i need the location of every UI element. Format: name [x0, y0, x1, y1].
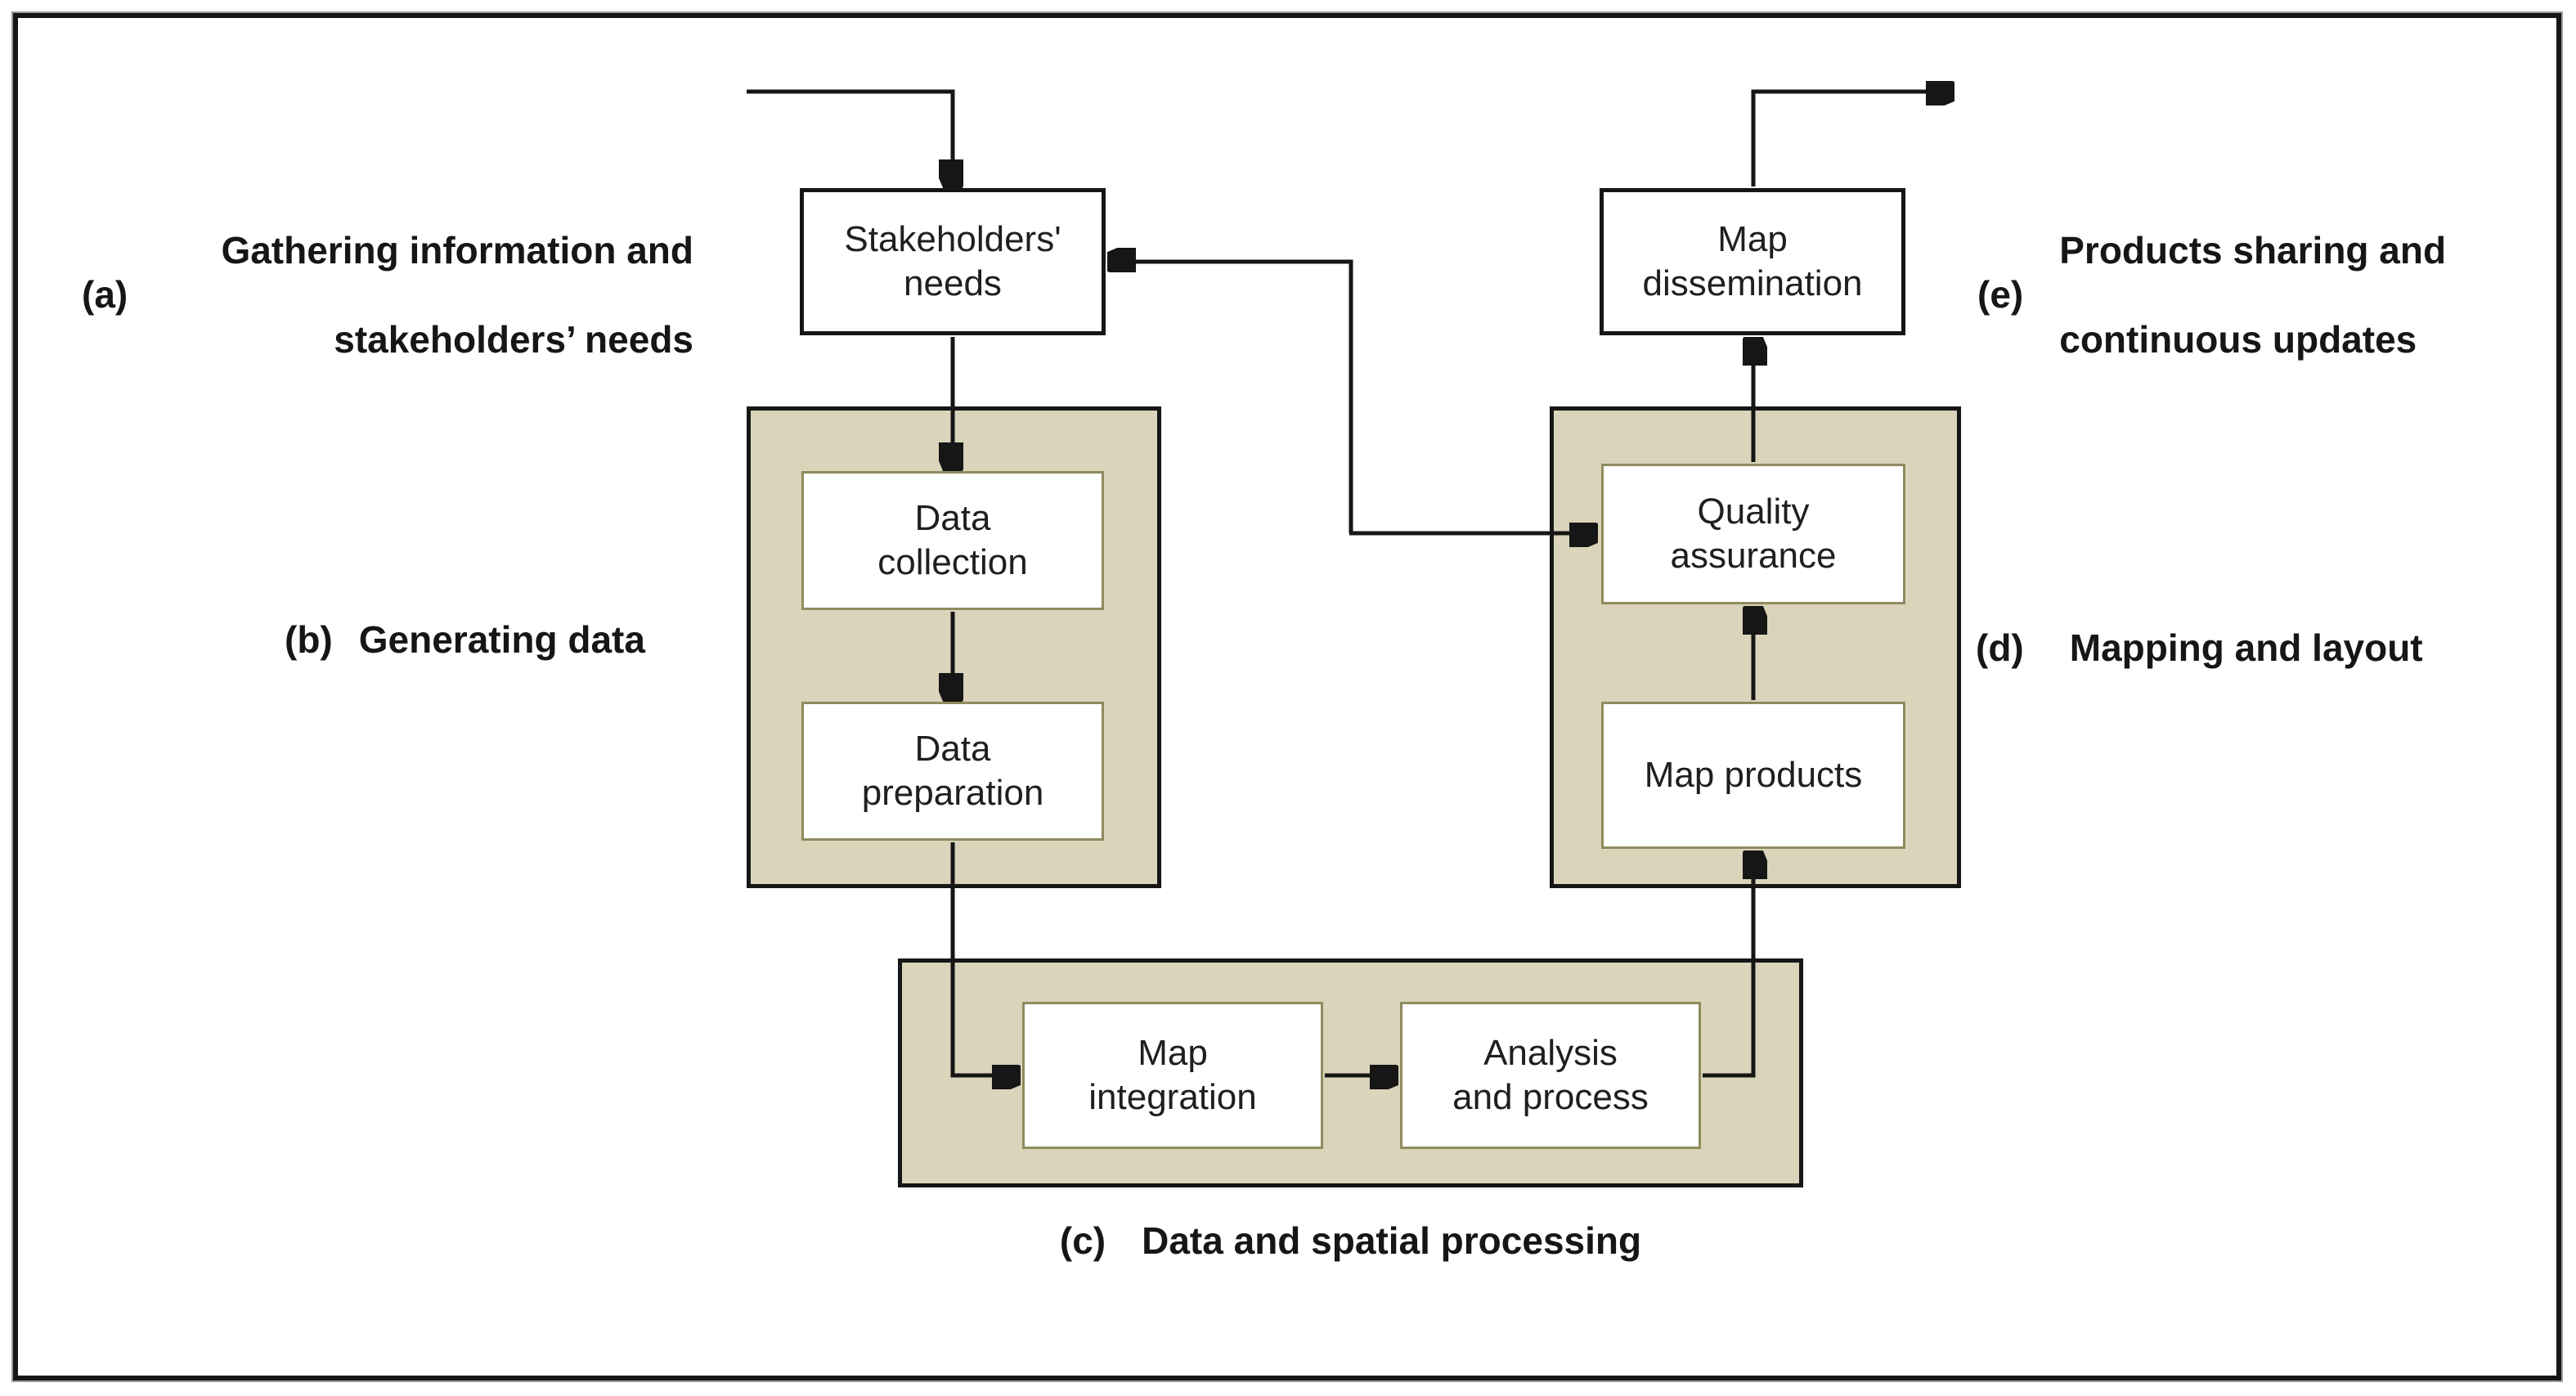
node-label-line: assurance: [1670, 536, 1837, 576]
section-marker-d: (d): [1976, 626, 2024, 669]
section-text-e: Products sharing and continuous updates: [2059, 228, 2446, 361]
node-label-line: Data: [914, 729, 991, 770]
section-label-a: (a) Gathering information and stakeholde…: [82, 228, 693, 361]
section-text-a-line2: stakeholders’ needs: [334, 317, 693, 361]
node-label-line: Map: [1138, 1033, 1208, 1074]
section-text-e-line1: Products sharing and: [2059, 229, 2447, 272]
node-label-line: integration: [1088, 1077, 1257, 1117]
node-label-line: Analysis: [1483, 1033, 1618, 1074]
node-label-line: dissemination: [1642, 263, 1863, 303]
node-label-line: Quality: [1697, 492, 1810, 532]
node-label-line: Data: [914, 498, 991, 539]
node-label-line: and process: [1452, 1077, 1649, 1117]
section-label-d: (d) Mapping and layout: [1976, 626, 2423, 670]
section-marker-a: (a): [82, 273, 128, 316]
node-map-integration: Map integration: [1022, 1002, 1323, 1149]
node-map-dissemination: Map dissemination: [1600, 188, 1905, 335]
section-text-b: Generating data: [358, 618, 645, 661]
section-text-a-line1: Gathering information and: [221, 229, 693, 272]
section-text-e-line2: continuous updates: [2059, 317, 2417, 361]
section-marker-c: (c): [1059, 1219, 1106, 1262]
node-label-line: needs: [904, 263, 1002, 303]
section-text-d: Mapping and layout: [2069, 626, 2423, 669]
node-data-preparation: Data preparation: [801, 702, 1104, 841]
node-map-products: Map products: [1601, 702, 1905, 849]
node-data-collection: Data collection: [801, 471, 1104, 610]
section-text-a: Gathering information and stakeholders’ …: [154, 228, 693, 361]
section-label-e: (e) Products sharing and continuous upda…: [1977, 228, 2446, 361]
node-stakeholders-needs: Stakeholders' needs: [800, 188, 1106, 335]
section-marker-e: (e): [1977, 273, 2024, 316]
section-marker-b: (b): [285, 618, 333, 661]
outer-border: [13, 13, 2561, 1380]
node-quality-assurance: Quality assurance: [1601, 464, 1905, 604]
section-label-b: (b) Generating data: [285, 617, 645, 662]
node-label-line: Map: [1717, 219, 1788, 260]
node-label-line: Map products: [1644, 755, 1863, 796]
section-label-c: (c) Data and spatial processing: [898, 1219, 1803, 1263]
node-label-line: Stakeholders': [844, 219, 1061, 260]
node-label-line: collection: [877, 542, 1028, 582]
section-text-c: Data and spatial processing: [1142, 1219, 1642, 1262]
node-label-line: preparation: [861, 773, 1044, 813]
node-analysis-and-process: Analysis and process: [1400, 1002, 1701, 1149]
